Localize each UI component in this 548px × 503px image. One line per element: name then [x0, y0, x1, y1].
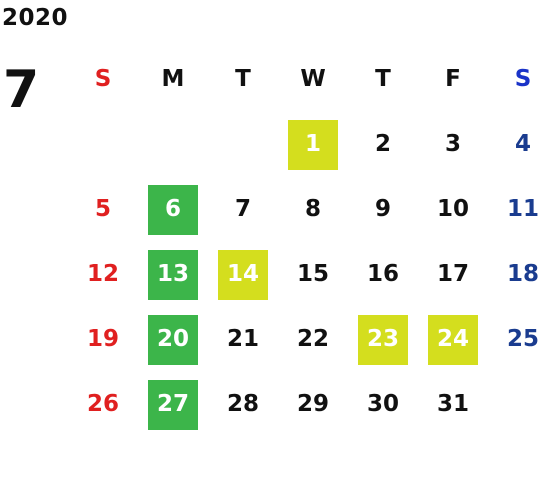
calendar-day: 22 — [278, 307, 348, 372]
calendar-empty-cell — [138, 112, 208, 177]
day-number: 28 — [226, 391, 259, 417]
weekday-header-wednesday: W — [300, 66, 326, 92]
calendar-day: 12 — [68, 242, 138, 307]
calendar-day: 17 — [418, 242, 488, 307]
month-label: 7 — [3, 60, 40, 120]
day-number: 7 — [234, 196, 251, 222]
calendar-day: 9 — [348, 177, 418, 242]
day-number: 2 — [374, 131, 391, 157]
calendar-day: 21 — [208, 307, 278, 372]
calendar-empty-cell — [208, 112, 278, 177]
day-highlight-green: 13 — [148, 249, 198, 300]
day-number: 3 — [444, 131, 461, 157]
day-number: 15 — [296, 261, 329, 287]
calendar-day: 23 — [348, 307, 418, 372]
day-number: 8 — [304, 196, 321, 222]
weekday-header-friday: F — [445, 66, 461, 92]
calendar-day: 13 — [138, 242, 208, 307]
calendar-day: 11 — [488, 177, 548, 242]
day-number — [498, 380, 548, 430]
calendar-day: 29 — [278, 372, 348, 437]
calendar-day: 20 — [138, 307, 208, 372]
calendar-day: 6 — [138, 177, 208, 242]
day-number: 19 — [86, 326, 119, 352]
day-number: 11 — [506, 196, 539, 222]
calendar-day: 1 — [278, 112, 348, 177]
day-highlight-green: 27 — [148, 379, 198, 430]
calendar-day: 7 — [208, 177, 278, 242]
day-highlight-green: 6 — [148, 184, 198, 235]
day-number: 5 — [94, 196, 111, 222]
calendar-day: 14 — [208, 242, 278, 307]
day-highlight-yellow: 23 — [358, 314, 408, 365]
day-number — [148, 120, 198, 170]
day-number: 16 — [366, 261, 399, 287]
day-highlight-yellow: 24 — [428, 314, 478, 365]
day-highlight-green: 20 — [148, 314, 198, 365]
day-number: 31 — [436, 391, 469, 417]
day-number: 17 — [436, 261, 469, 287]
day-number: 21 — [226, 326, 259, 352]
day-number: 25 — [506, 326, 539, 352]
calendar-day: 5 — [68, 177, 138, 242]
weekday-header-thursday: T — [375, 66, 391, 92]
calendar-day: 8 — [278, 177, 348, 242]
calendar-day: 25 — [488, 307, 548, 372]
calendar-day: 4 — [488, 112, 548, 177]
year-label: 2020 — [2, 5, 69, 31]
day-number: 12 — [86, 261, 119, 287]
calendar-day: 16 — [348, 242, 418, 307]
day-number — [78, 120, 128, 170]
day-number: 18 — [506, 261, 539, 287]
day-number: 10 — [436, 196, 469, 222]
calendar-day: 18 — [488, 242, 548, 307]
calendar-empty-cell — [488, 372, 548, 437]
weekday-header-saturday: S — [514, 66, 532, 92]
calendar-day: 10 — [418, 177, 488, 242]
calendar-day: 3 — [418, 112, 488, 177]
day-number: 26 — [86, 391, 119, 417]
calendar-day: 15 — [278, 242, 348, 307]
calendar-day: 26 — [68, 372, 138, 437]
calendar-day: 28 — [208, 372, 278, 437]
day-number: 4 — [514, 131, 531, 157]
day-number: 22 — [296, 326, 329, 352]
calendar-day: 2 — [348, 112, 418, 177]
calendar-day: 19 — [68, 307, 138, 372]
day-number — [218, 120, 268, 170]
weekday-header-tuesday: T — [235, 66, 251, 92]
calendar-empty-cell — [68, 112, 138, 177]
calendar-day: 27 — [138, 372, 208, 437]
weekday-header-monday: M — [161, 66, 185, 92]
day-number: 29 — [296, 391, 329, 417]
calendar-day: 30 — [348, 372, 418, 437]
day-highlight-yellow: 1 — [288, 119, 338, 170]
day-number: 9 — [374, 196, 391, 222]
day-highlight-yellow: 14 — [218, 249, 268, 300]
day-number: 30 — [366, 391, 399, 417]
calendar-day: 24 — [418, 307, 488, 372]
calendar-day: 31 — [418, 372, 488, 437]
weekday-header-sunday: S — [94, 66, 112, 92]
